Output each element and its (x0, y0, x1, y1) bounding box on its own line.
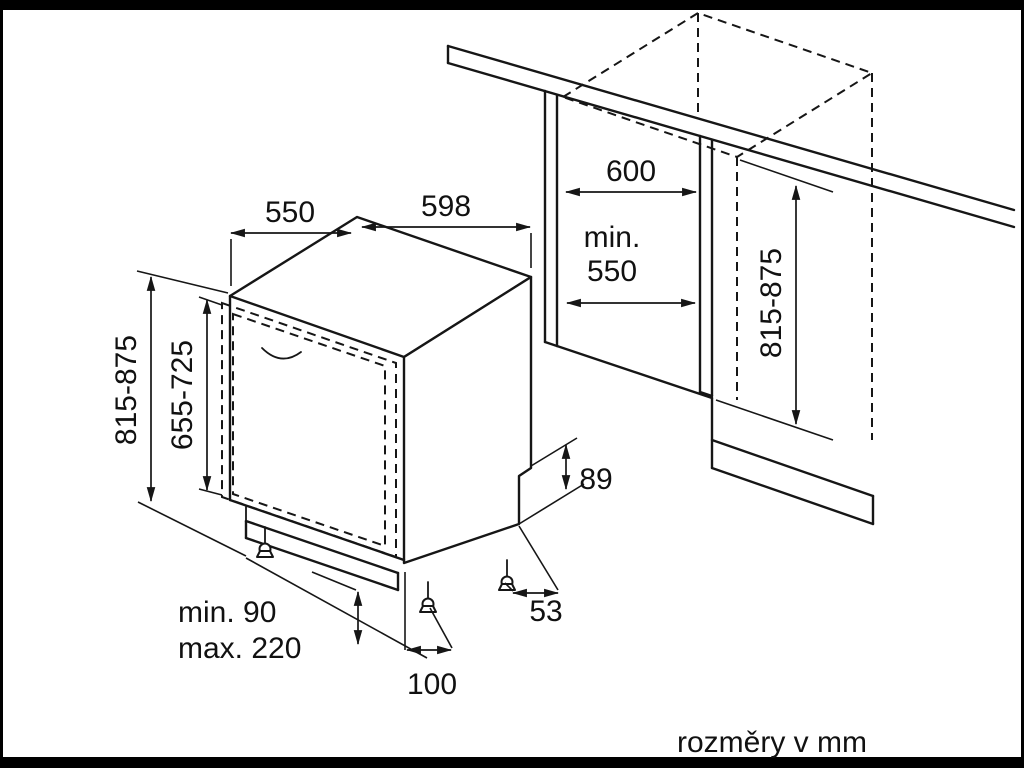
countertop-top-edge (446, 44, 1016, 212)
extension-line (198, 296, 223, 306)
extension-line (739, 159, 834, 193)
extension-line (429, 607, 453, 649)
extension-line (136, 270, 229, 294)
extension-line (530, 437, 578, 467)
niche-plinth-bottom-edge (710, 466, 875, 526)
dimension-label: 53 (529, 595, 562, 628)
kitchen-niche (446, 11, 1016, 526)
dimension-label: 89 (579, 463, 612, 496)
niche-right-wall-bottom (698, 390, 714, 398)
dim-niche-depth: min. 550 (565, 221, 697, 308)
dimension-label: 550 (265, 196, 315, 229)
dim-appliance-width-top: 598 (360, 190, 532, 268)
door-handle-arc (261, 347, 302, 360)
dimension-annotations: 550 598 600 min. 550 815-875 655-725 (110, 155, 834, 701)
dimension-label: 815-875 (110, 335, 143, 445)
dim-door-panel-height: 655-725 (166, 296, 223, 496)
niche-left-wall-bottom (543, 340, 559, 348)
dimension-label: 100 (407, 668, 457, 701)
frame-left (0, 0, 3, 768)
dim-rear-clearance: 53 (504, 525, 563, 628)
plinth-bottom-edge (244, 536, 400, 592)
dishwasher-front-bottom-edge (228, 498, 406, 562)
extension-line (518, 525, 559, 591)
dim-niche-width: 600 (564, 155, 698, 197)
dimension-label: 815-875 (755, 248, 788, 358)
dimension-label: max. 220 (178, 632, 301, 665)
dim-niche-height: 815-875 (715, 159, 834, 441)
frame-bottom (0, 757, 1024, 768)
extension-line (198, 488, 223, 496)
adjustable-foot (419, 581, 437, 613)
extension-line (504, 582, 514, 592)
extension-line (518, 483, 585, 525)
dishwasher-side-face (402, 275, 533, 565)
frame-top (0, 0, 1024, 10)
extension-line (311, 571, 357, 591)
dimension-label: min. (584, 221, 641, 254)
dim-front-foot-inset: 100 (404, 572, 457, 701)
frame-right (1021, 0, 1024, 768)
dishwasher (221, 215, 533, 613)
extension-line (137, 501, 247, 557)
dim-plinth-height: min. 90 max. 220 (178, 557, 428, 665)
dimension-label: 655-725 (166, 340, 199, 450)
dimension-label: 550 (587, 255, 637, 288)
dim-rear-step-height: 89 (518, 437, 613, 525)
countertop-bottom-edge (446, 61, 1016, 229)
dim-appliance-height: 815-875 (110, 270, 247, 557)
plinth-top-edge (244, 519, 400, 575)
niche-floor-edge (555, 344, 714, 400)
dimension-label: min. 90 (178, 596, 276, 629)
dim-appliance-depth-top: 550 (229, 196, 353, 286)
floor-reference-line (245, 557, 428, 659)
units-caption: rozměry v mm (677, 726, 867, 759)
furniture-door-panel-outline (221, 301, 397, 559)
dimension-label: 598 (421, 190, 471, 223)
niche-plinth-top-edge (710, 438, 875, 498)
extension-line (715, 399, 834, 441)
niche-dashed-top-face (560, 11, 875, 159)
appliance-door-outline (232, 312, 386, 548)
dimension-label: 600 (606, 155, 656, 188)
